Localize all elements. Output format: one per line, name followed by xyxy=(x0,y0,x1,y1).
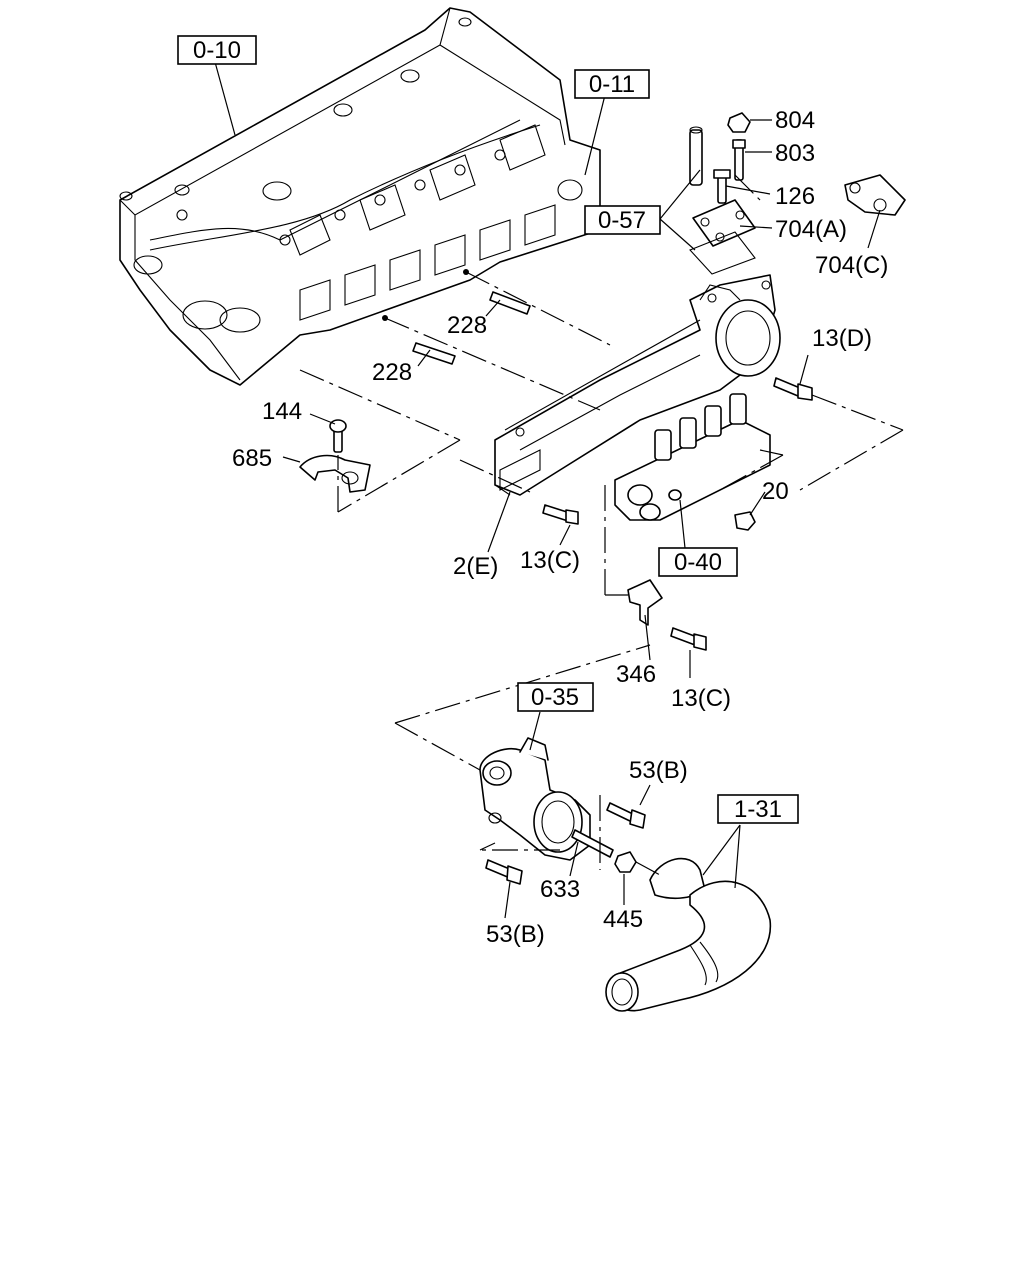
intake-manifold xyxy=(494,274,781,496)
callout-803: 803 xyxy=(775,140,815,167)
callout-53b-upper: 53(B) xyxy=(629,757,688,784)
bracket-685 xyxy=(299,454,371,493)
ref-0-57: 0-57 xyxy=(584,205,661,235)
callout-704c: 704(C) xyxy=(815,252,888,279)
nut-445 xyxy=(614,851,637,873)
ref-0-10-label: 0-10 xyxy=(193,37,241,64)
ref-1-31-label: 1-31 xyxy=(734,796,782,823)
bolt-13d xyxy=(773,377,813,401)
callout-445: 445 xyxy=(603,906,643,933)
cylinder-head xyxy=(119,7,601,386)
callout-685: 685 xyxy=(232,445,272,472)
bolt-53b-lower xyxy=(485,859,523,885)
intake-hose xyxy=(605,857,772,1012)
bolt-13c-lower xyxy=(670,627,707,651)
ref-0-40: 0-40 xyxy=(658,547,738,577)
callout-704a: 704(A) xyxy=(775,216,847,243)
stud-pin xyxy=(689,126,703,186)
ref-0-10: 0-10 xyxy=(177,35,257,65)
ref-0-35-label: 0-35 xyxy=(531,684,579,711)
callout-228-upper: 228 xyxy=(447,312,487,339)
ref-0-40-label: 0-40 xyxy=(674,549,722,576)
callout-13c-lower: 13(C) xyxy=(671,685,731,712)
leader-lines xyxy=(214,61,881,919)
bolt-13c-upper xyxy=(542,504,579,525)
bolt-53b-upper xyxy=(606,802,646,829)
gasket-plate xyxy=(689,174,906,275)
bolt-144 xyxy=(329,419,347,453)
fuel-rail-block xyxy=(614,393,771,521)
callout-144: 144 xyxy=(262,398,302,425)
callout-228-lower: 228 xyxy=(372,359,412,386)
ref-1-31: 1-31 xyxy=(717,794,799,824)
ref-0-11: 0-11 xyxy=(574,69,650,99)
clip-346 xyxy=(627,579,663,626)
ref-0-35: 0-35 xyxy=(517,682,594,712)
stud-803 xyxy=(732,139,746,181)
callout-2e: 2(E) xyxy=(453,553,498,580)
ref-0-11-label: 0-11 xyxy=(589,71,635,98)
callout-13c-upper: 13(C) xyxy=(520,547,580,574)
callout-633: 633 xyxy=(540,876,580,903)
callout-13d: 13(D) xyxy=(812,325,872,352)
callout-126: 126 xyxy=(775,183,815,210)
bolt-126 xyxy=(713,169,731,204)
nut-804 xyxy=(727,112,751,133)
nut-20 xyxy=(734,511,756,531)
callout-20: 20 xyxy=(762,478,789,505)
callout-804: 804 xyxy=(775,107,815,134)
stud-228-lower xyxy=(382,315,456,365)
callout-53b-lower: 53(B) xyxy=(486,921,545,948)
throttle-body xyxy=(479,737,591,861)
callout-346: 346 xyxy=(616,661,656,688)
ref-0-57-label: 0-57 xyxy=(598,207,646,234)
